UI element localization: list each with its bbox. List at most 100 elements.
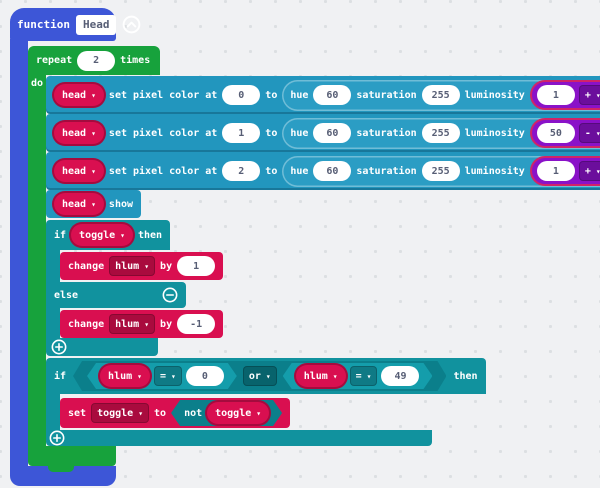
dropdown-caret-icon [117,230,125,241]
change-label: change [68,318,105,330]
comparison-value-input[interactable]: 49 [381,366,419,386]
hlum-field-label: hlum [115,260,140,272]
dropdown-caret-icon [168,371,176,382]
math-left-input[interactable]: 1 [536,161,575,181]
math-left-input[interactable]: 50 [536,123,575,143]
saturation-input[interactable]: 255 [421,85,460,105]
to-label: to [265,89,278,101]
set-pixel-color-label: set pixel color at [108,89,218,101]
comparison-operator-dropdown[interactable]: = [350,366,378,386]
pixel-index-input[interactable]: 0 [222,85,261,105]
dropdown-caret-icon [593,128,600,139]
math-operation-block[interactable]: 50 - hlum [529,118,600,148]
strip-show-block[interactable]: head show [46,190,142,218]
set-pixel-color-label: set pixel color at [108,165,218,177]
then-label: then [138,229,163,241]
set-pixel-color-block[interactable]: head set pixel color at 2 to hue 60 satu… [46,152,600,190]
strip-variable-label: head [62,165,87,177]
toggle-variable-label: toggle [215,407,252,419]
strip-variable-dropdown[interactable]: head [54,160,104,182]
change-value-input[interactable]: 1 [177,256,216,276]
boolean-or-block[interactable]: hlum = 0 or hlum = 49 [73,361,446,391]
math-operator-label: + [584,89,591,101]
change-variable-block[interactable]: change hlum by -1 [60,310,224,338]
repeat-block[interactable]: repeat 2 times [28,46,160,75]
else-label: else [54,289,79,301]
saturation-label: saturation [356,89,417,101]
hlum-field-dropdown[interactable]: hlum [109,314,156,334]
times-label: times [120,55,151,66]
hsl-color-block[interactable]: hue 60 saturation 255 luminosity 50 - hl… [282,117,600,149]
comparison-value-input[interactable]: 0 [186,366,224,386]
hue-label: hue [290,165,309,177]
set-pixel-color-label: set pixel color at [108,127,218,139]
dropdown-caret-icon [330,371,338,382]
hue-input[interactable]: 60 [313,123,352,143]
set-pixel-color-block[interactable]: head set pixel color at 0 to hue 60 satu… [46,76,600,114]
pixel-index-input[interactable]: 2 [222,161,261,181]
comparison-operator-label: = [355,370,362,382]
math-operator-dropdown[interactable]: - [578,123,600,143]
collapse-chevron-up-icon[interactable] [122,15,141,34]
hlum-variable-label: hlum [303,370,328,382]
saturation-input[interactable]: 255 [421,161,460,181]
dropdown-caret-icon [263,371,271,382]
if-label: if [54,370,67,382]
hue-input[interactable]: 60 [313,161,352,181]
change-variable-block[interactable]: change hlum by 1 [60,252,224,280]
set-variable-block[interactable]: set toggle to not toggle [60,398,291,428]
not-block[interactable]: not toggle [171,400,282,426]
strip-variable-label: head [62,198,87,210]
function-block-bottom [10,466,116,486]
pixel-index-input[interactable]: 1 [222,123,261,143]
if-toggle-block[interactable]: if toggle then [46,220,171,250]
repeat-label: repeat [36,55,73,66]
plus-circle-icon[interactable] [49,430,65,446]
comparison-operator-label: = [159,370,166,382]
comparison-block[interactable]: hlum = 49 [283,363,433,389]
set-pixel-color-block[interactable]: head set pixel color at 1 to hue 60 satu… [46,114,600,152]
minus-circle-icon[interactable] [162,287,178,303]
hsl-color-block[interactable]: hue 60 saturation 255 luminosity 1 + hlu… [282,79,600,111]
if-compare-block[interactable]: if hlum = 0 or hlum = 49 then [46,358,486,394]
function-definition-block[interactable]: function Head [10,8,141,41]
toggle-variable-dropdown[interactable]: toggle [71,224,133,246]
to-label: to [265,165,278,177]
strip-variable-dropdown[interactable]: head [54,122,104,144]
strip-variable-dropdown[interactable]: head [54,193,104,215]
math-operation-block[interactable]: 1 + hlum [529,156,600,186]
function-block-left-spine [10,39,28,466]
by-label: by [160,318,173,330]
toggle-field-label: toggle [97,407,134,419]
saturation-input[interactable]: 255 [421,123,460,143]
plus-circle-icon[interactable] [51,339,67,355]
comparison-block[interactable]: hlum = 0 [87,363,237,389]
function-name-field[interactable]: Head [75,14,117,35]
hsl-color-block[interactable]: hue 60 saturation 255 luminosity 1 + hlu… [282,155,600,187]
dropdown-caret-icon [593,166,600,177]
toggle-variable-dropdown[interactable]: toggle [207,402,269,424]
not-label: not [184,407,203,419]
boolean-operator-dropdown[interactable]: or [243,366,277,386]
dropdown-caret-icon [134,371,142,382]
hue-input[interactable]: 60 [313,85,352,105]
comparison-operator-dropdown[interactable]: = [154,366,182,386]
luminosity-label: luminosity [464,127,525,139]
hlum-field-dropdown[interactable]: hlum [109,256,156,276]
strip-variable-label: head [62,89,87,101]
repeat-count-input[interactable]: 2 [77,50,116,71]
change-value-input[interactable]: -1 [177,314,216,334]
math-operation-block[interactable]: 1 + hlum [529,80,600,110]
math-operator-dropdown[interactable]: + [578,85,600,105]
math-left-input[interactable]: 1 [536,85,575,105]
hlum-variable-label: hlum [108,370,133,382]
dropdown-caret-icon [593,90,600,101]
math-operator-dropdown[interactable]: + [578,161,600,181]
hlum-variable-dropdown[interactable]: hlum [296,365,346,387]
strip-variable-label: head [62,127,87,139]
math-operator-label: + [584,165,591,177]
toggle-field-dropdown[interactable]: toggle [91,403,150,423]
hlum-variable-dropdown[interactable]: hlum [100,365,150,387]
strip-variable-dropdown[interactable]: head [54,84,104,106]
